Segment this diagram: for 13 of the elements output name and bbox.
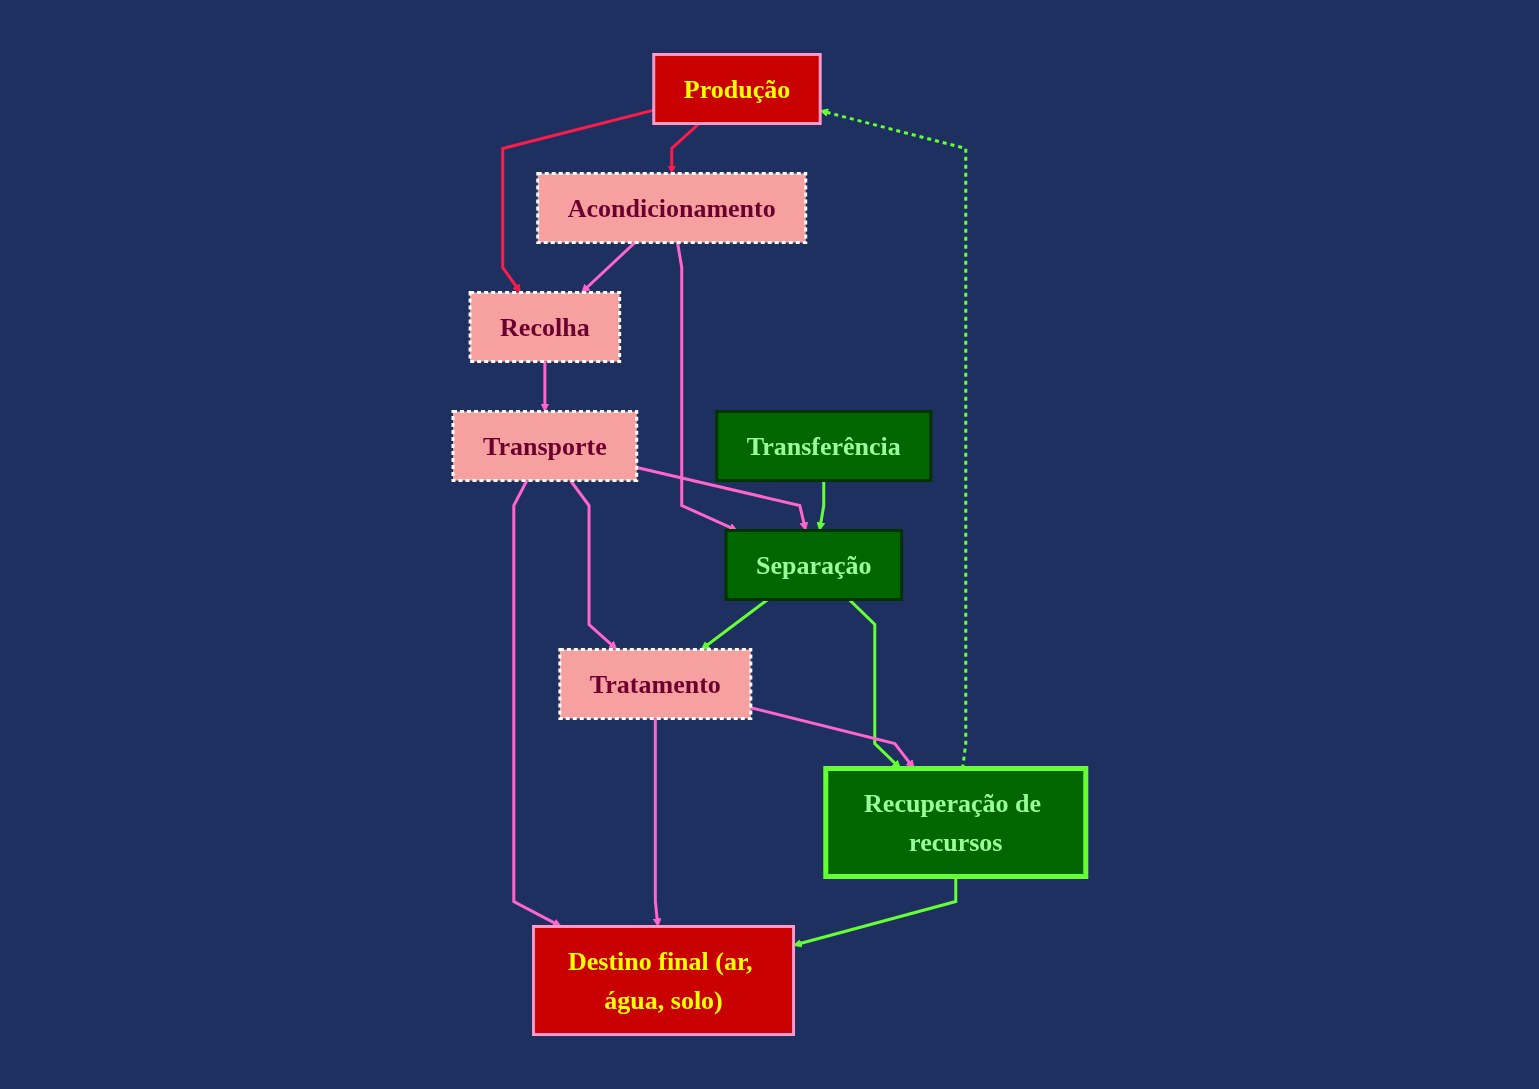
- node-box: Transferência: [715, 410, 933, 482]
- node-box: Acondicionamento: [536, 172, 808, 244]
- node-box: Transporte: [451, 410, 639, 482]
- node-box: Produção: [652, 53, 822, 125]
- node-box: Tratamento: [558, 648, 753, 720]
- node-box: Destino final (ar, água, solo): [532, 925, 796, 1036]
- arrow: [540, 361, 550, 412]
- node-box: Separação: [724, 529, 904, 601]
- arrow: [816, 480, 826, 531]
- arrow: [636, 465, 809, 531]
- node-box: Recolha: [468, 291, 622, 363]
- arrow: [652, 718, 662, 927]
- node-box: Recuperação de recursos: [823, 766, 1089, 879]
